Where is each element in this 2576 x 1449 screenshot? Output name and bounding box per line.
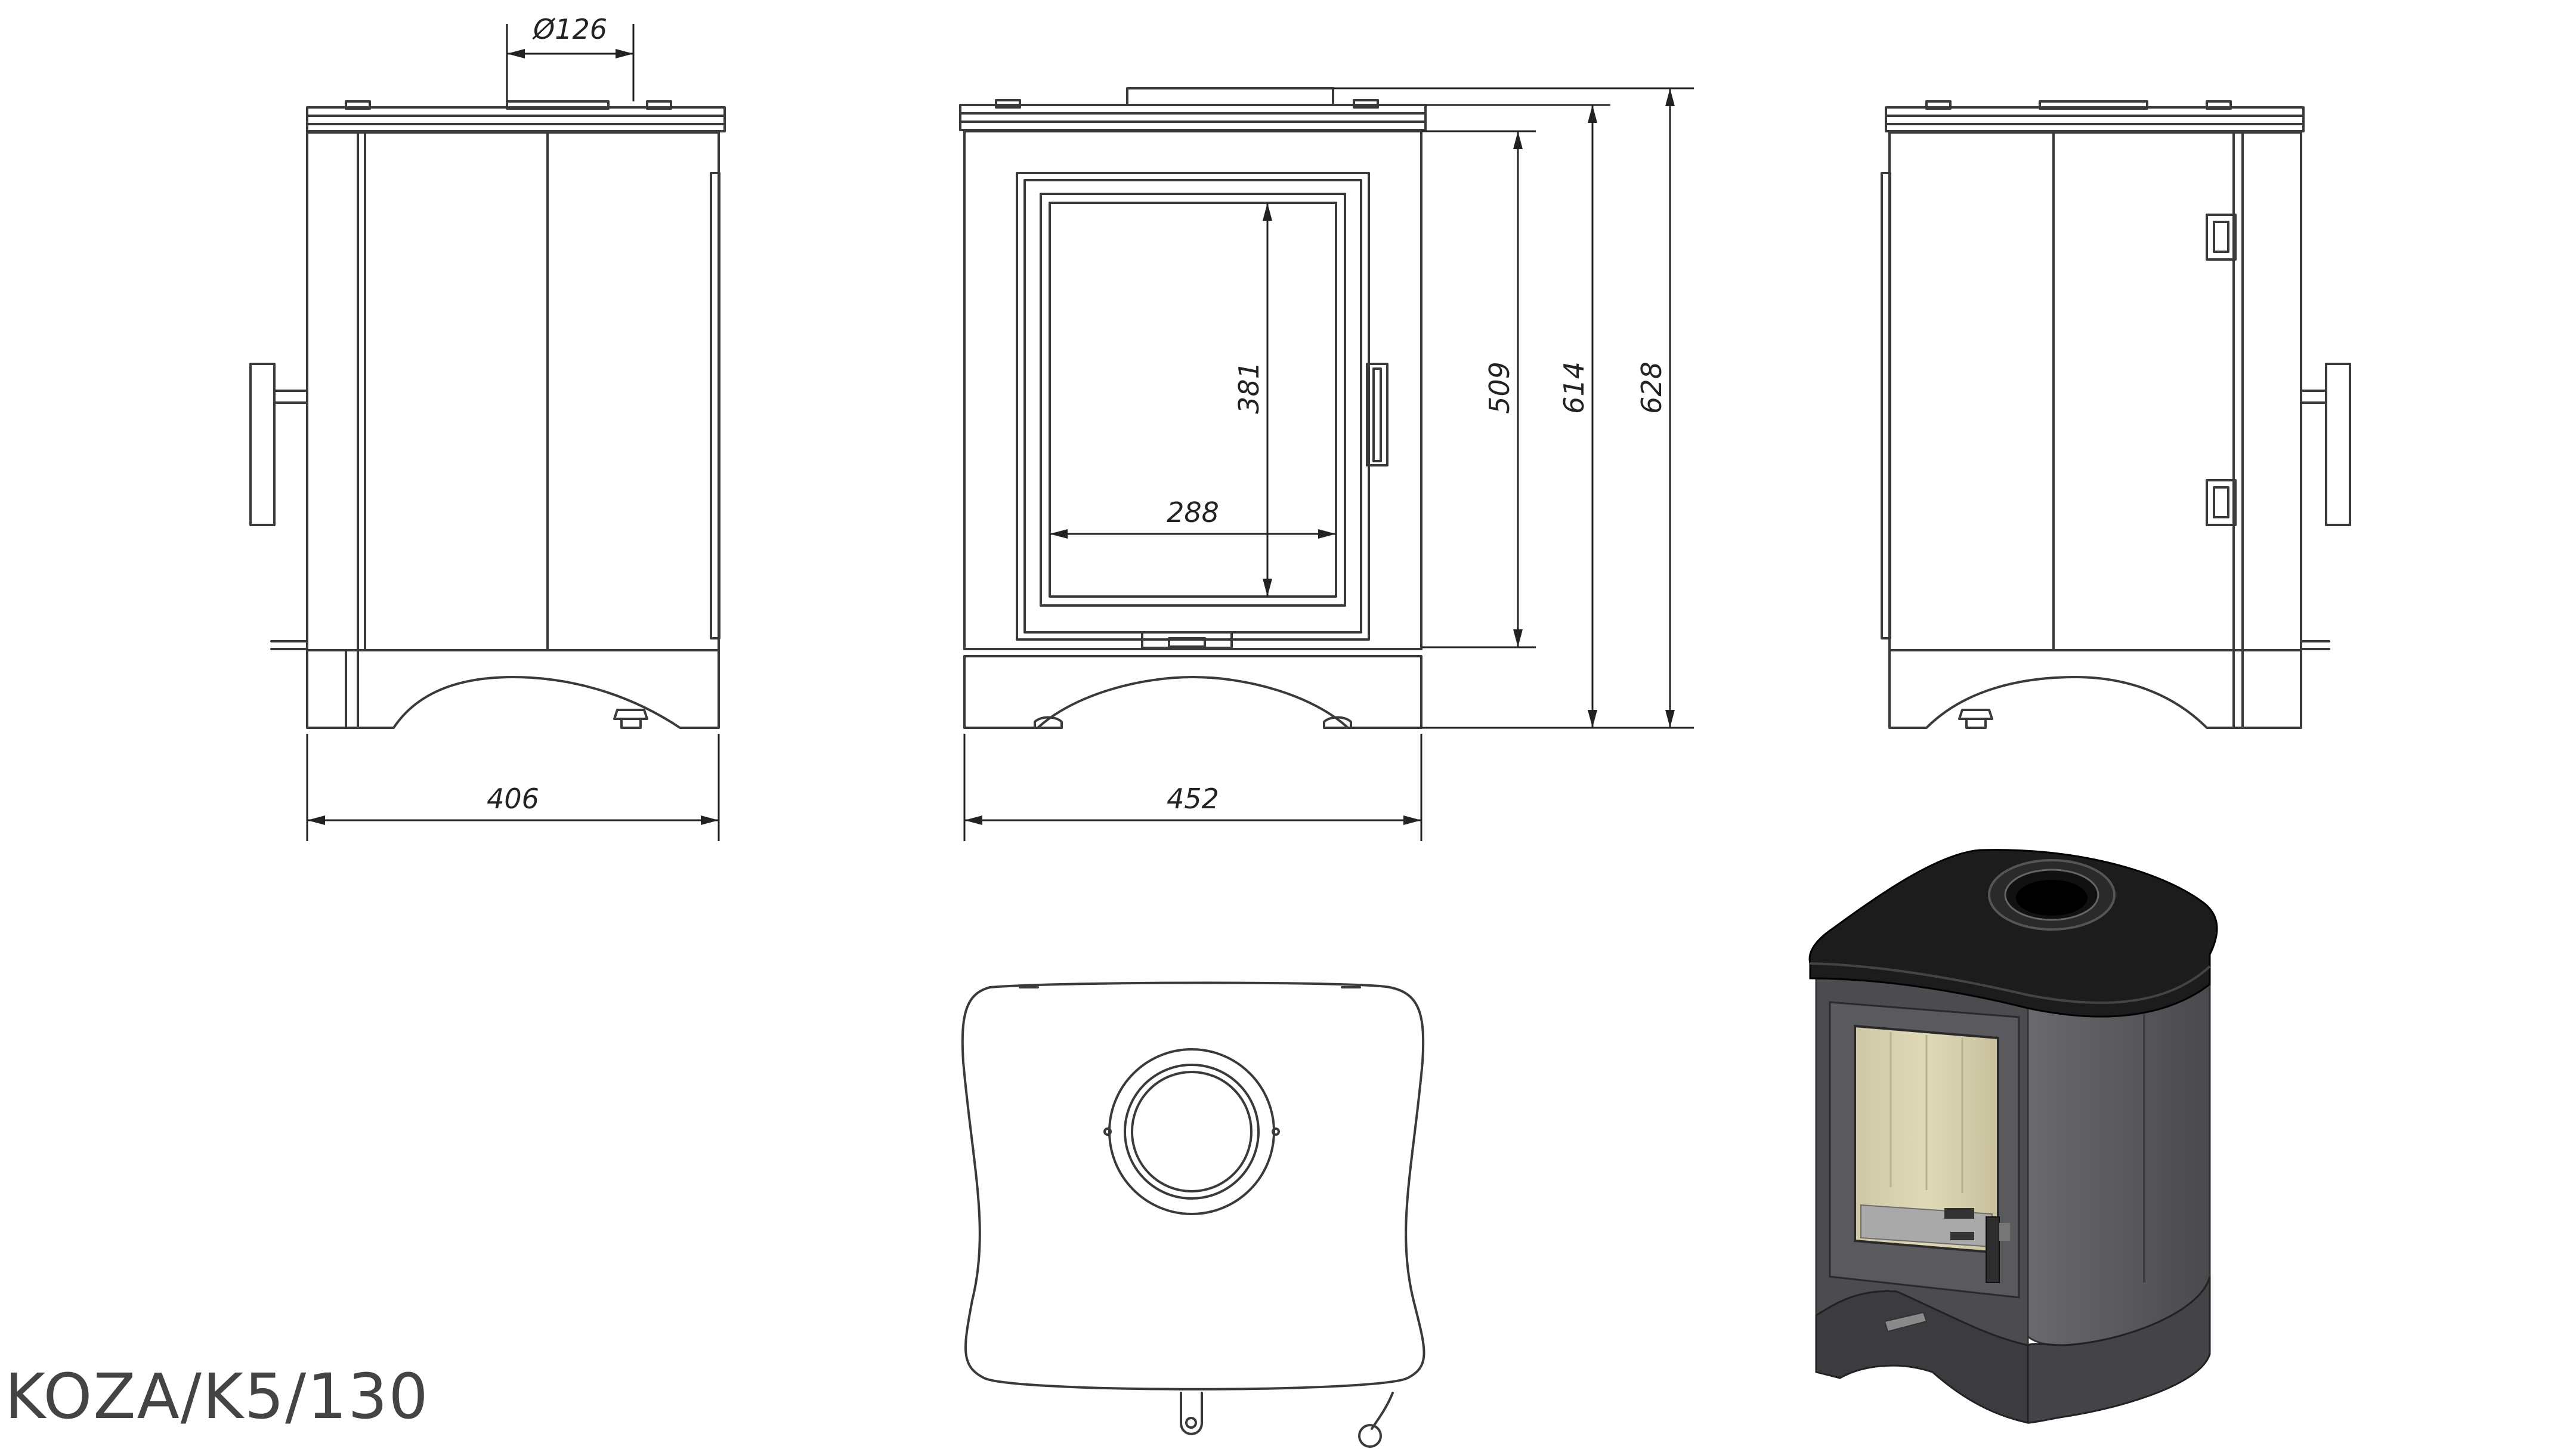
stove-render bbox=[1808, 849, 2218, 1424]
top-view bbox=[961, 981, 1425, 1448]
front-view bbox=[959, 87, 1427, 729]
dim-label-flue: Ø126 bbox=[532, 13, 607, 45]
dimension-lines bbox=[306, 24, 1694, 841]
dim-label-depth: 406 bbox=[487, 783, 539, 815]
model-code: KOZA/K5/130 bbox=[5, 1360, 429, 1433]
dim-label-door-height: 509 bbox=[1483, 362, 1516, 414]
dim-label-glass-width: 288 bbox=[1167, 496, 1219, 529]
dim-label-width: 452 bbox=[1167, 783, 1219, 815]
side-view-left bbox=[249, 100, 726, 729]
side-view-right bbox=[1881, 100, 2351, 729]
dim-label-body-height: 614 bbox=[1558, 362, 1590, 414]
dim-label-glass-height: 381 bbox=[1233, 362, 1265, 414]
dim-label-total-height: 628 bbox=[1635, 362, 1668, 414]
